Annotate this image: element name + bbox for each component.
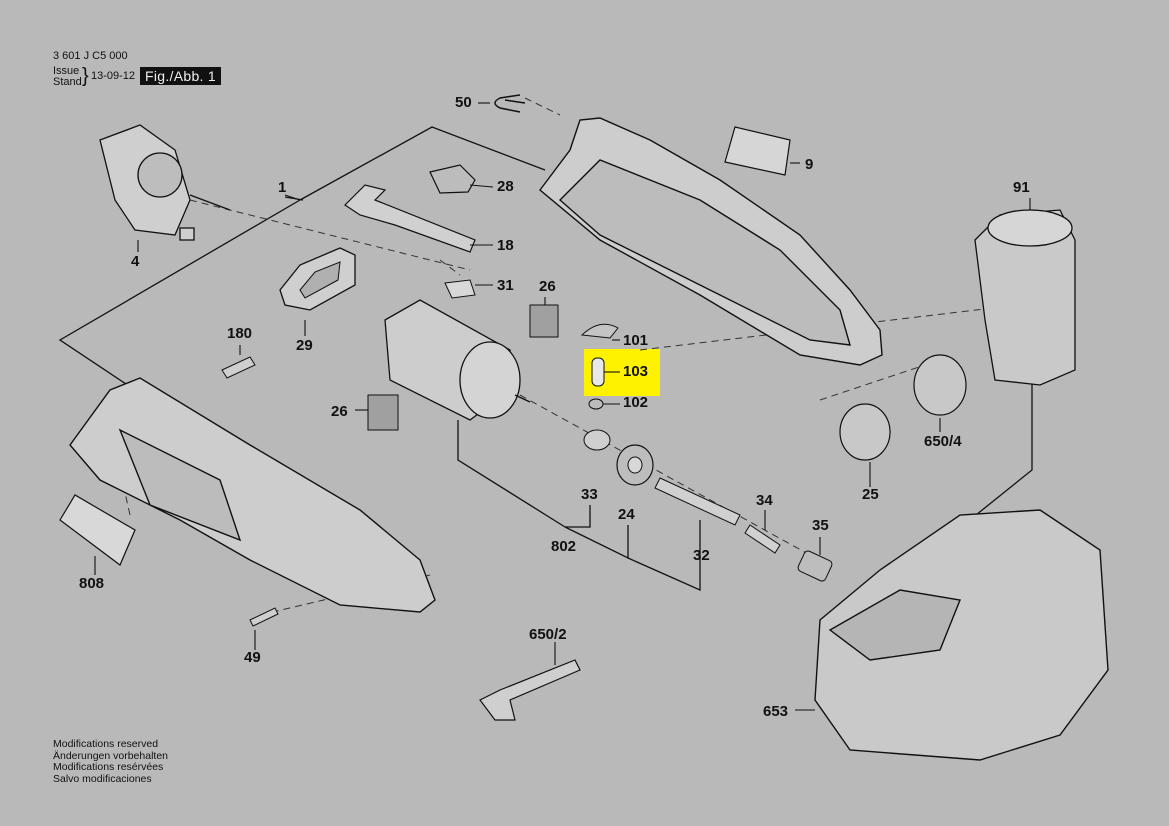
part-label-4: 4	[131, 253, 140, 270]
part-label-18: 18	[497, 237, 514, 254]
shaft	[654, 477, 741, 526]
small-label	[221, 356, 256, 379]
brush-top	[529, 304, 559, 338]
part-label-9: 9	[805, 156, 814, 173]
collet	[744, 524, 781, 554]
motor	[384, 299, 531, 421]
label-plate	[724, 126, 791, 176]
switch-assembly	[99, 124, 231, 241]
part-label-25: 25	[862, 486, 879, 503]
part-label-103: 103	[623, 363, 649, 380]
part-label-650-4: 650/4	[924, 433, 962, 450]
screw	[249, 607, 279, 627]
part-label-102: 102	[623, 394, 649, 411]
part-label-34: 34	[756, 492, 773, 509]
figure-label: Fig./Abb. 1	[140, 67, 222, 85]
part-label-1: 1	[278, 179, 287, 196]
part-label-28: 28	[497, 178, 514, 195]
part-label-29: 29	[296, 337, 313, 354]
issue-date: 13-09-12	[91, 70, 136, 82]
bracket-part-1-top	[299, 126, 546, 201]
part-label-35: 35	[812, 517, 829, 534]
pin-part	[591, 357, 605, 387]
slider-button	[429, 164, 476, 194]
small-pad	[444, 279, 476, 299]
part-label-26-top: 26	[539, 278, 556, 295]
part-label-650-2: 650/2	[529, 626, 567, 643]
footer-line: Modifications resérvées	[53, 761, 164, 773]
nose-cap	[913, 354, 967, 416]
spring-part	[588, 398, 604, 410]
part-label-50: 50	[455, 94, 472, 111]
part-label-26-bottom: 26	[331, 403, 348, 420]
part-label-653: 653	[763, 703, 789, 720]
part-label-32: 32	[693, 547, 710, 564]
battery	[974, 209, 1076, 386]
slider	[344, 184, 476, 253]
rotary-tool-body	[69, 377, 436, 613]
nose-ring	[839, 403, 891, 461]
footer-notes: Modifications reserved Änderungen vorbeh…	[53, 738, 169, 785]
collet-nut	[797, 550, 833, 582]
part-label-49: 49	[244, 649, 261, 666]
cap-part	[580, 323, 619, 339]
footer-line: Salvo modificaciones	[53, 772, 152, 785]
wrench	[479, 659, 581, 721]
part-label-24: 24	[618, 506, 635, 523]
part-label-101: 101	[623, 332, 649, 349]
label-strip	[59, 494, 136, 566]
part-label-802: 802	[551, 538, 577, 555]
doc-number: 3 601 J C5 000	[53, 50, 128, 62]
part-label-33: 33	[581, 486, 598, 503]
sleeve	[583, 429, 611, 451]
part-label-91: 91	[1013, 179, 1030, 196]
part-label-31: 31	[497, 277, 514, 294]
housing-half	[539, 117, 883, 366]
part-label-180: 180	[227, 325, 253, 342]
stand-label: Stand	[53, 76, 82, 88]
footer-line: Modifications reserved	[53, 738, 159, 750]
issue-label: Issue	[53, 65, 80, 77]
clip	[494, 94, 526, 113]
part-label-808: 808	[79, 575, 105, 592]
brush-bottom	[367, 394, 399, 431]
charger	[814, 509, 1109, 761]
footer-line: Änderungen vorbehalten	[53, 749, 169, 762]
brace-glyph: }	[82, 65, 89, 87]
bracket-part-802	[457, 420, 566, 528]
